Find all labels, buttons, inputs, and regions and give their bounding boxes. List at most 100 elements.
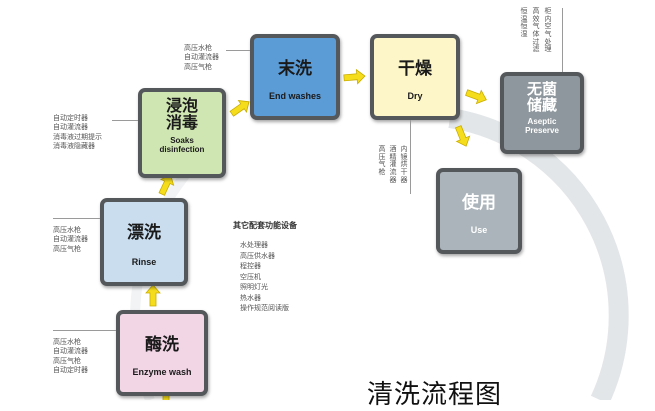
vertical-char: 烘 [400,160,408,169]
step-final-wash: 末洗 End washes [250,34,340,120]
vertical-char: 空 [544,22,552,31]
vertical-char: 过 [532,37,540,46]
arrow-final-wash-to-dry [343,68,366,85]
note-rinse: 高压水枪 自动灌流器 高压气枪 [53,226,88,254]
equipment-item: 水处理器 [240,241,268,249]
note-rinse-line: 高压水枪 [53,226,81,234]
note-enzyme-line: 自动灌流器 [53,347,88,356]
note-soak-line: 消毒液隐藏器 [53,142,95,151]
vertical-char: 恒 [520,22,528,31]
vertical-char: 气 [378,160,386,169]
step-rinse-en: Rinse [131,257,157,267]
step-use-cn: 使用 [462,193,496,213]
step-dry-cn: 干燥 [398,59,432,79]
leader-line [53,330,116,331]
note-dry-col: 高压气枪 [378,145,386,177]
vertical-char: 温 [520,14,528,23]
note-enzyme: 高压水枪 自动灌流器 高压气枪 自动定时器 [53,338,88,376]
arrow-enzyme-to-rinse [145,284,161,307]
leader-line [410,120,411,194]
equipment-item: 高压供水器 [240,251,275,260]
vertical-char: 湿 [520,30,528,39]
step-soak-cn1: 浸泡 [165,96,198,115]
vertical-char: 精 [389,152,397,161]
vertical-char: 效 [532,14,540,23]
note-enzyme-line: 高压水枪 [53,338,81,346]
step-use-en: Use [470,225,488,235]
vertical-char: 气 [544,30,552,39]
step-aseptic-cn2: 储藏 [526,95,557,114]
ring-arc [448,108,629,400]
vertical-char: 器 [400,175,408,184]
note-aseptic-vertical: 柜内空气处理 高效气体过滤 恒温恒湿 [520,7,554,68]
vertical-char: 镜 [400,152,408,161]
arrow-rinse-to-soak [158,174,175,196]
vertical-char: 内 [400,145,408,153]
step-rinse: 漂洗 Rinse [100,198,188,286]
step-final-wash-cn: 末洗 [278,59,312,79]
note-dry-col: 内镜烘干器 [400,145,408,184]
vertical-char: 恒 [520,7,528,15]
vertical-char: 器 [389,175,397,184]
vertical-char: 柜 [544,7,552,15]
arrow-dry-to-aseptic [465,89,487,105]
leader-line [226,50,250,51]
step-enzyme-wash: 酶洗 Enzyme wash [116,310,208,396]
leader-line [53,218,100,219]
arrow-soak-to-final-wash [229,100,250,117]
note-soak-line: 自动灌流器 [53,123,88,132]
step-enzyme-en: Enzyme wash [132,367,192,377]
step-soak-en1: Soaks [170,135,194,145]
note-soak-line: 消毒液过期提示 [53,132,102,141]
leader-line [112,120,138,121]
vertical-char: 流 [389,168,397,177]
step-aseptic-cn1: 无菌 [526,80,557,98]
note-dry-vertical: 内镜烘干器 酒精灌流器 高压气枪 [378,145,408,196]
note-aseptic-col: 高效气体过滤 [532,7,540,54]
note-rinse-line: 高压气枪 [53,244,81,253]
step-dry: 干燥 Dry [370,34,460,120]
step-aseptic-en1: Aseptic [527,116,557,126]
note-dry-col: 酒精灌流器 [389,145,397,184]
step-soak-cn2: 消毒 [165,112,198,132]
note-enzyme-line: 高压气枪 [53,356,81,365]
vertical-char: 体 [532,30,540,39]
note-aseptic-col: 恒温恒湿 [520,7,528,39]
note-enzyme-line: 自动定时器 [53,366,88,375]
note-aseptic-col: 柜内空气处理 [544,7,552,54]
note-soak-line: 自动定时器 [53,114,88,122]
vertical-char: 内 [544,14,552,23]
vertical-char: 高 [378,145,386,153]
step-aseptic-en2: Preserve [525,125,559,135]
arrow-dry-to-use [454,125,471,147]
vertical-char: 压 [378,152,386,161]
equipment-item: 程控器 [240,262,261,270]
vertical-char: 酒 [389,145,397,153]
equipment-item: 热水器 [240,293,261,302]
step-soak-en2: disinfection [159,144,205,154]
equipment-item: 空压机 [240,272,261,281]
step-final-wash-en: End washes [268,91,322,101]
equipment-list: 水处理器 高压供水器 程控器 空压机 照明灯光 热水器 操作规范阅读版 [240,240,289,314]
vertical-char: 滤 [532,45,540,54]
note-final-wash: 高压水枪 自动灌流器 高压气枪 [184,44,219,72]
vertical-char: 灌 [389,160,397,169]
vertical-char: 处 [544,37,552,46]
cleaning-flow-diagram: 末洗 End washes 干燥 Dry 无菌 储藏 Aseptic Prese… [53,7,629,410]
vertical-char: 枪 [378,168,386,177]
step-soak-disinfection: 浸泡 消毒 Soaks disinfection [138,88,226,178]
vertical-char: 干 [400,168,408,177]
page-title: 清洗流程图 [367,380,503,410]
step-rinse-cn: 漂洗 [127,223,161,243]
equipment-title: 其它配套功能设备 [233,221,297,230]
note-rinse-line: 自动灌流器 [53,235,88,244]
step-use: 使用 Use [436,168,522,254]
equipment-item: 照明灯光 [240,283,268,291]
step-aseptic-preserve: 无菌 储藏 Aseptic Preserve [500,72,584,154]
vertical-char: 理 [544,45,552,54]
step-dry-en: Dry [407,91,423,101]
step-enzyme-cn: 酶洗 [145,335,179,355]
note-final-wash-line: 自动灌流器 [184,53,219,62]
leader-line [562,8,563,72]
note-final-wash-line: 高压气枪 [184,62,212,71]
